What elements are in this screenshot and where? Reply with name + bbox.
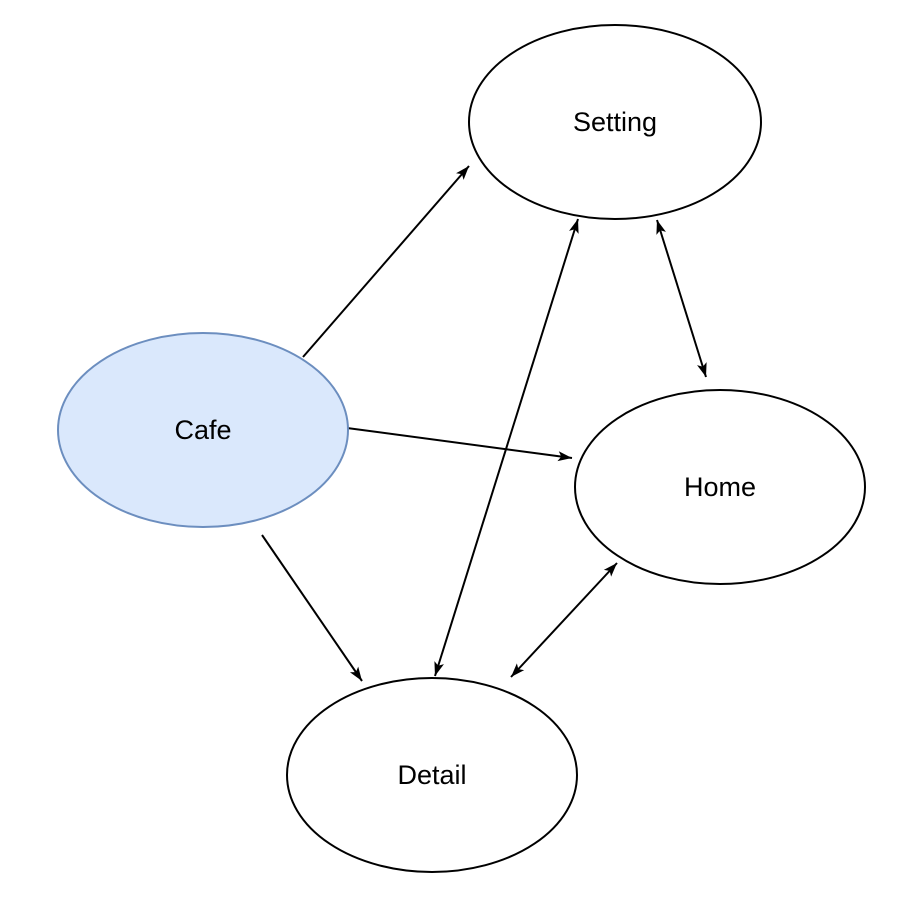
node-cafe-label: Cafe: [174, 415, 231, 445]
edge-detail-setting-bidirectional-arrow[interactable]: [434, 218, 579, 677]
node-detail[interactable]: Detail: [286, 677, 578, 873]
node-cafe[interactable]: Cafe: [57, 332, 349, 528]
edge-cafe-home-arrow[interactable]: [346, 427, 573, 462]
edge-detail-home-bidirectional-arrow[interactable]: [510, 562, 618, 678]
node-home-ellipse[interactable]: [574, 389, 866, 585]
node-setting-ellipse[interactable]: [468, 24, 762, 220]
node-home[interactable]: Home: [574, 389, 866, 585]
node-detail-label: Detail: [397, 760, 466, 790]
node-home-label: Home: [684, 472, 756, 502]
node-detail-ellipse[interactable]: [286, 677, 578, 873]
node-cafe-ellipse[interactable]: [57, 332, 349, 528]
edge-setting-home-bidirectional-arrow[interactable]: [656, 219, 707, 378]
node-setting[interactable]: Setting: [468, 24, 762, 220]
edge-cafe-detail-arrow[interactable]: [261, 534, 363, 682]
edge-cafe-setting-arrow[interactable]: [302, 165, 470, 358]
node-setting-label: Setting: [573, 107, 657, 137]
